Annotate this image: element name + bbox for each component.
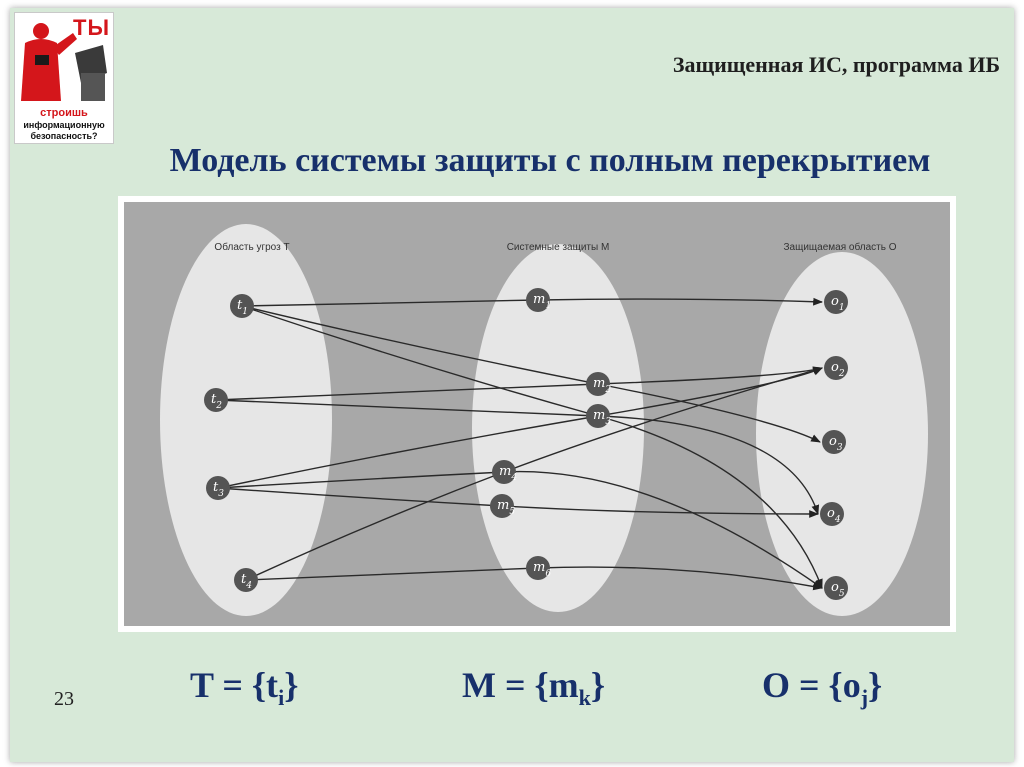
slide-number: 23: [54, 688, 74, 711]
node-o2: o2: [824, 356, 848, 380]
slide: ТЫ строишь информационную безопасность? …: [10, 8, 1014, 762]
formula-O-sub: j: [861, 685, 868, 710]
formula-O: O = {oj}: [762, 664, 882, 711]
formula-M-sub: k: [579, 685, 591, 710]
region-O-label: Защищаемая область O: [784, 241, 897, 253]
node-t1: t1: [230, 294, 254, 318]
formula-M: M = {mk}: [462, 664, 605, 711]
node-o4: o4: [820, 502, 844, 526]
node-o1: o1: [824, 290, 848, 314]
node-t2: t2: [204, 388, 228, 412]
slide-header: Защищенная ИС, программа ИБ: [570, 52, 1000, 78]
diagram-canvas: Область угроз T Системные защиты M Защищ…: [118, 196, 956, 632]
badge-line-2: информационную: [15, 120, 113, 130]
formula-M-main: M = {m: [462, 665, 579, 705]
diagram: Область угроз T Системные защиты M Защищ…: [118, 196, 956, 632]
badge-line-1: строишь: [15, 107, 113, 119]
node-o5: o5: [824, 576, 848, 600]
node-o3: o3: [822, 430, 846, 454]
formula-T: T = {ti}: [190, 664, 298, 711]
formula-T-close: }: [284, 665, 298, 705]
badge-title: ТЫ: [73, 15, 110, 41]
region-M-label: Системные защиты M: [507, 242, 610, 253]
formula-T-main: T = {t: [190, 665, 278, 705]
node-t4: t4: [234, 568, 258, 592]
poster-badge: ТЫ строишь информационную безопасность?: [14, 12, 114, 144]
formula-O-close: }: [868, 665, 882, 705]
formula-M-close: }: [591, 665, 605, 705]
node-t3: t3: [206, 476, 230, 500]
region-T: [160, 224, 332, 616]
slide-title: Модель системы защиты с полным перекрыти…: [110, 142, 990, 180]
region-T-label: Область угроз T: [214, 241, 289, 253]
badge-line-3: безопасность?: [15, 131, 113, 141]
formula-O-main: O = {o: [762, 665, 861, 705]
